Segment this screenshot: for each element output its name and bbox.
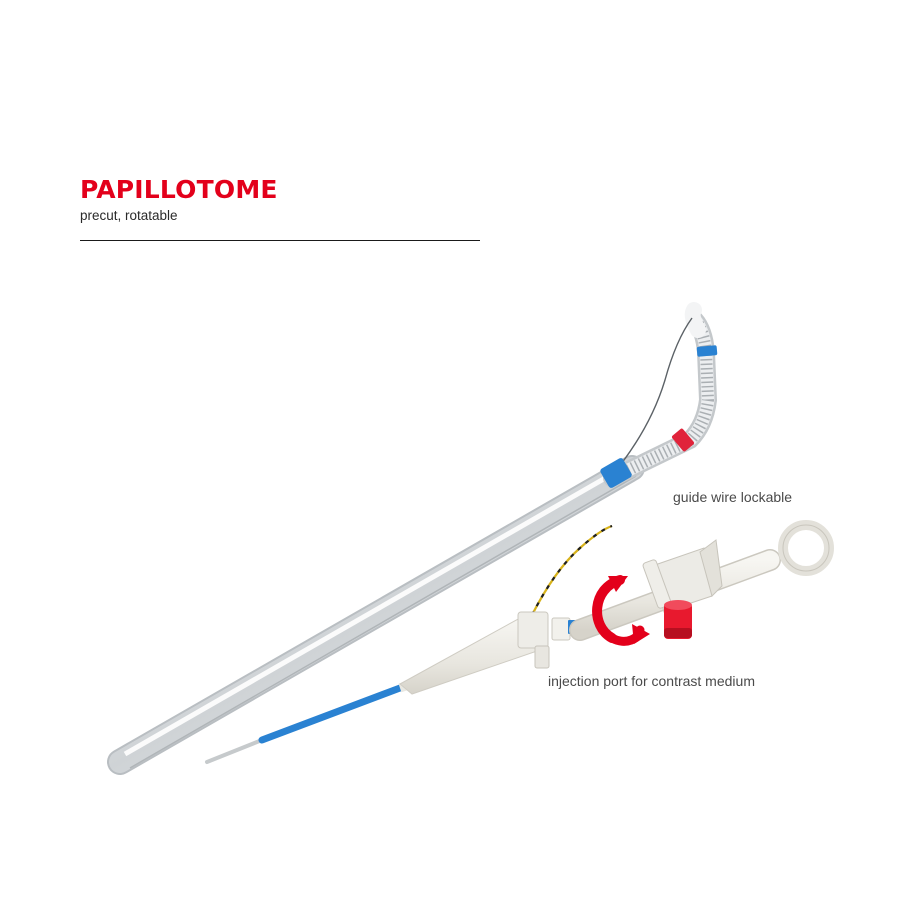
guide-wire-label: guide wire lockable: [673, 489, 793, 505]
red-marker-tip: [672, 428, 694, 452]
injection-port[interactable]: [664, 600, 692, 639]
handle[interactable]: [399, 520, 834, 695]
page-subtitle: precut, rotatable: [80, 208, 178, 223]
rotation-arrow-icon: [592, 575, 650, 646]
catheter-shaft: [107, 455, 645, 775]
injection-port-label: injection port for contrast medium: [548, 673, 755, 689]
page-title: PAPILLOTOME: [80, 175, 278, 204]
header: PAPILLOTOME precut, rotatable: [80, 176, 480, 224]
blue-marker-tip: [696, 345, 718, 357]
cutting-wire: [609, 317, 693, 479]
catheter-tip: [603, 302, 718, 487]
blue-marker-shaft: [600, 458, 632, 488]
header-divider: [80, 240, 480, 241]
